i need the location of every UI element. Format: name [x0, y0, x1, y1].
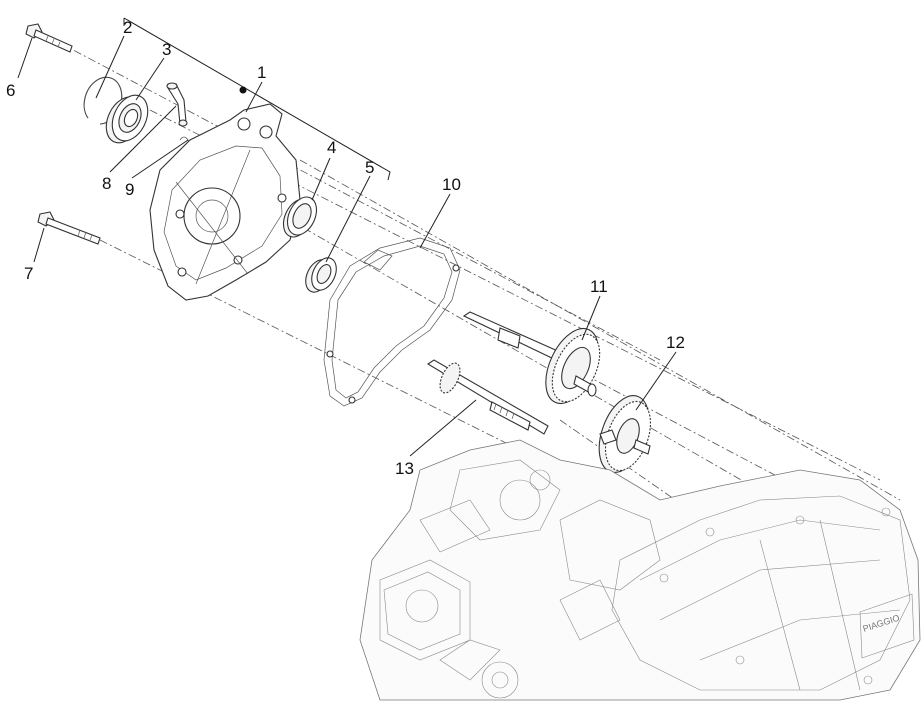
engine-block: PIAGGIO — [359, 439, 921, 701]
part-7-bolt — [37, 211, 101, 245]
callout-10: 10 — [442, 175, 461, 194]
callout-3: 3 — [162, 40, 171, 59]
callout-1: 1 — [257, 63, 266, 82]
callout-leaders — [17, 35, 677, 457]
part-1-cover — [149, 86, 301, 301]
part-6-bolt — [25, 23, 73, 53]
callout-8: 8 — [102, 174, 111, 193]
part-11-gear-shaft — [462, 311, 601, 404]
part-4-seal — [282, 196, 318, 238]
callout-5: 5 — [365, 158, 374, 177]
callout-9: 9 — [125, 180, 134, 199]
callout-2: 2 — [123, 18, 132, 37]
part-13-shaft — [426, 359, 549, 435]
part-5-bearing — [305, 257, 337, 293]
assembly-bracket — [123, 17, 391, 181]
part-8-pipe — [166, 82, 188, 127]
callout-13: 13 — [395, 459, 414, 478]
part-3-bearing — [105, 94, 149, 144]
part-12-gear — [598, 395, 652, 473]
callout-12: 12 — [666, 333, 685, 352]
part-10-gasket — [323, 237, 461, 407]
callout-4: 4 — [327, 138, 336, 157]
callout-7: 7 — [24, 264, 33, 283]
callout-labels: 1 2 3 4 5 6 7 8 9 10 11 12 13 — [6, 18, 685, 478]
callout-11: 11 — [590, 277, 608, 296]
callout-6: 6 — [6, 81, 15, 100]
